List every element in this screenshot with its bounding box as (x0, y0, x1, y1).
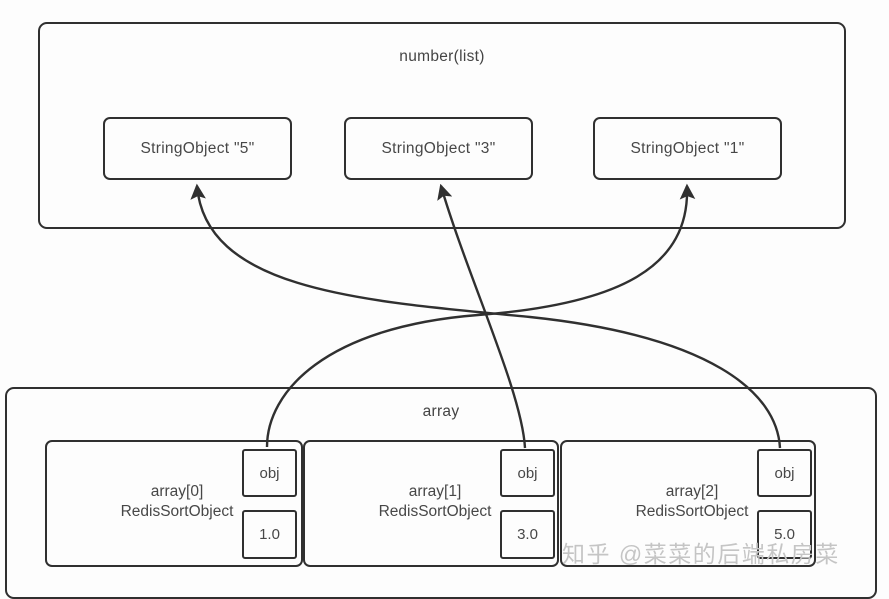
string-object-box-5: StringObject "5" (103, 117, 292, 180)
obj-pointer-box: obj (500, 449, 555, 497)
sort-object-type-label: RedisSortObject (635, 503, 749, 520)
array-index-label: array[1] (408, 483, 462, 500)
obj-pointer-box: obj (757, 449, 812, 497)
array-index-label: array[2] (665, 483, 719, 500)
string-object-label: StringObject "5" (140, 139, 255, 157)
score-box: 1.0 (242, 510, 297, 559)
array-title: array (422, 403, 460, 420)
sort-object-label: array[1] RedisSortObject (340, 482, 530, 522)
redis-sort-object-box-0: array[0] RedisSortObject obj 1.0 (45, 440, 303, 567)
array-index-label: array[0] (150, 483, 204, 500)
sort-object-type-label: RedisSortObject (120, 503, 234, 520)
score-box: 5.0 (757, 510, 812, 559)
redis-sort-object-box-1: array[1] RedisSortObject obj 3.0 (303, 440, 559, 567)
score-box: 3.0 (500, 510, 555, 559)
sort-object-type-label: RedisSortObject (378, 503, 492, 520)
number-list-title: number(list) (399, 48, 485, 65)
string-object-box-3: StringObject "3" (344, 117, 533, 180)
zhihu-watermark: 知乎 @菜菜的后端私房菜 (562, 541, 840, 567)
string-object-box-1: StringObject "1" (593, 117, 782, 180)
sort-object-label: array[0] RedisSortObject (82, 482, 272, 522)
sort-object-label: array[2] RedisSortObject (597, 482, 787, 522)
string-object-label: StringObject "1" (630, 139, 745, 157)
obj-pointer-box: obj (242, 449, 297, 497)
redis-sort-diagram: number(list) StringObject "5" StringObje… (5, 22, 877, 599)
string-object-label: StringObject "3" (381, 139, 496, 157)
